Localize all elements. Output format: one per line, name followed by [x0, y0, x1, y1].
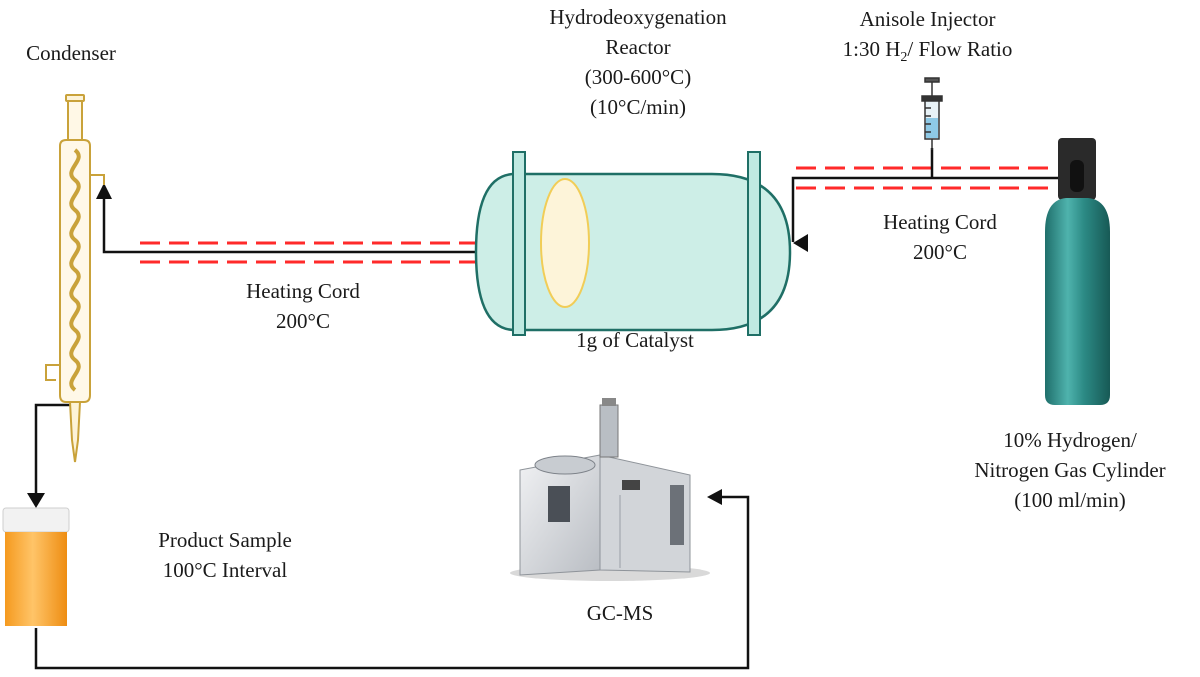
reactor-label: Hydrodeoxygenation Reactor (300-600°C) (…	[498, 2, 778, 122]
line-sample-to-gcms	[34, 495, 750, 670]
reactor-label-line4: (10°C/min)	[590, 95, 686, 119]
heating-cord-right-label: Heating Cord 200°C	[855, 207, 1025, 267]
heating-cord-right-line2: 200°C	[913, 240, 967, 264]
gas-cylinder-icon	[1045, 138, 1110, 405]
arrow-left-gcms	[707, 489, 722, 505]
heating-cord-left-line1: Heating Cord	[246, 279, 360, 303]
arrow-up-condenser	[96, 183, 112, 199]
product-sample-line2: 100°C Interval	[162, 558, 288, 582]
reactor-label-line1: Hydrodeoxygenation	[549, 5, 727, 29]
cylinder-label-line3: (100 ml/min)	[1014, 488, 1126, 512]
cylinder-label-line1: 10% Hydrogen/	[1003, 428, 1137, 452]
condenser-text: Condenser	[26, 41, 116, 65]
catalyst-text: 1g of Catalyst	[576, 328, 694, 352]
condenser-label: Condenser	[6, 38, 136, 68]
gcms-instrument-icon	[510, 398, 710, 581]
reactor-icon	[474, 151, 792, 336]
product-sample-label: Product Sample 100°C Interval	[125, 525, 325, 585]
syringe-icon	[921, 77, 943, 150]
arrow-left-reactor	[793, 234, 808, 252]
line-cylinder-to-reactor	[791, 176, 1058, 242]
sample-vial-icon	[2, 507, 70, 626]
cylinder-label: 10% Hydrogen/ Nitrogen Gas Cylinder (100…	[945, 425, 1195, 515]
catalyst-label: 1g of Catalyst	[540, 325, 730, 355]
flow-lines	[34, 148, 1058, 670]
heating-cord-right	[796, 166, 1055, 190]
injector-label-line2: 1:30 H2/ Flow Ratio	[842, 37, 1013, 66]
heating-cord-right-line1: Heating Cord	[883, 210, 997, 234]
gcms-text: GC-MS	[586, 601, 654, 625]
heating-cord-left-label: Heating Cord 200°C	[218, 276, 388, 336]
arrow-down-sample	[27, 493, 45, 508]
catalyst-bed	[540, 178, 590, 308]
condenser-icon	[45, 94, 105, 463]
cylinder-label-line2: Nitrogen Gas Cylinder	[974, 458, 1166, 482]
injector-label-line1: Anisole Injector	[859, 7, 996, 31]
reactor-label-line3: (300-600°C)	[584, 65, 692, 89]
reactor-label-line2: Reactor	[605, 35, 671, 59]
injector-label: Anisole Injector 1:30 H2/ Flow Ratio	[795, 4, 1060, 66]
heating-cord-left-line2: 200°C	[276, 309, 330, 333]
gcms-label: GC-MS	[565, 598, 675, 628]
product-sample-line1: Product Sample	[158, 528, 292, 552]
line-reactor-to-condenser	[102, 190, 478, 254]
line-condenser-to-sample	[34, 403, 78, 500]
